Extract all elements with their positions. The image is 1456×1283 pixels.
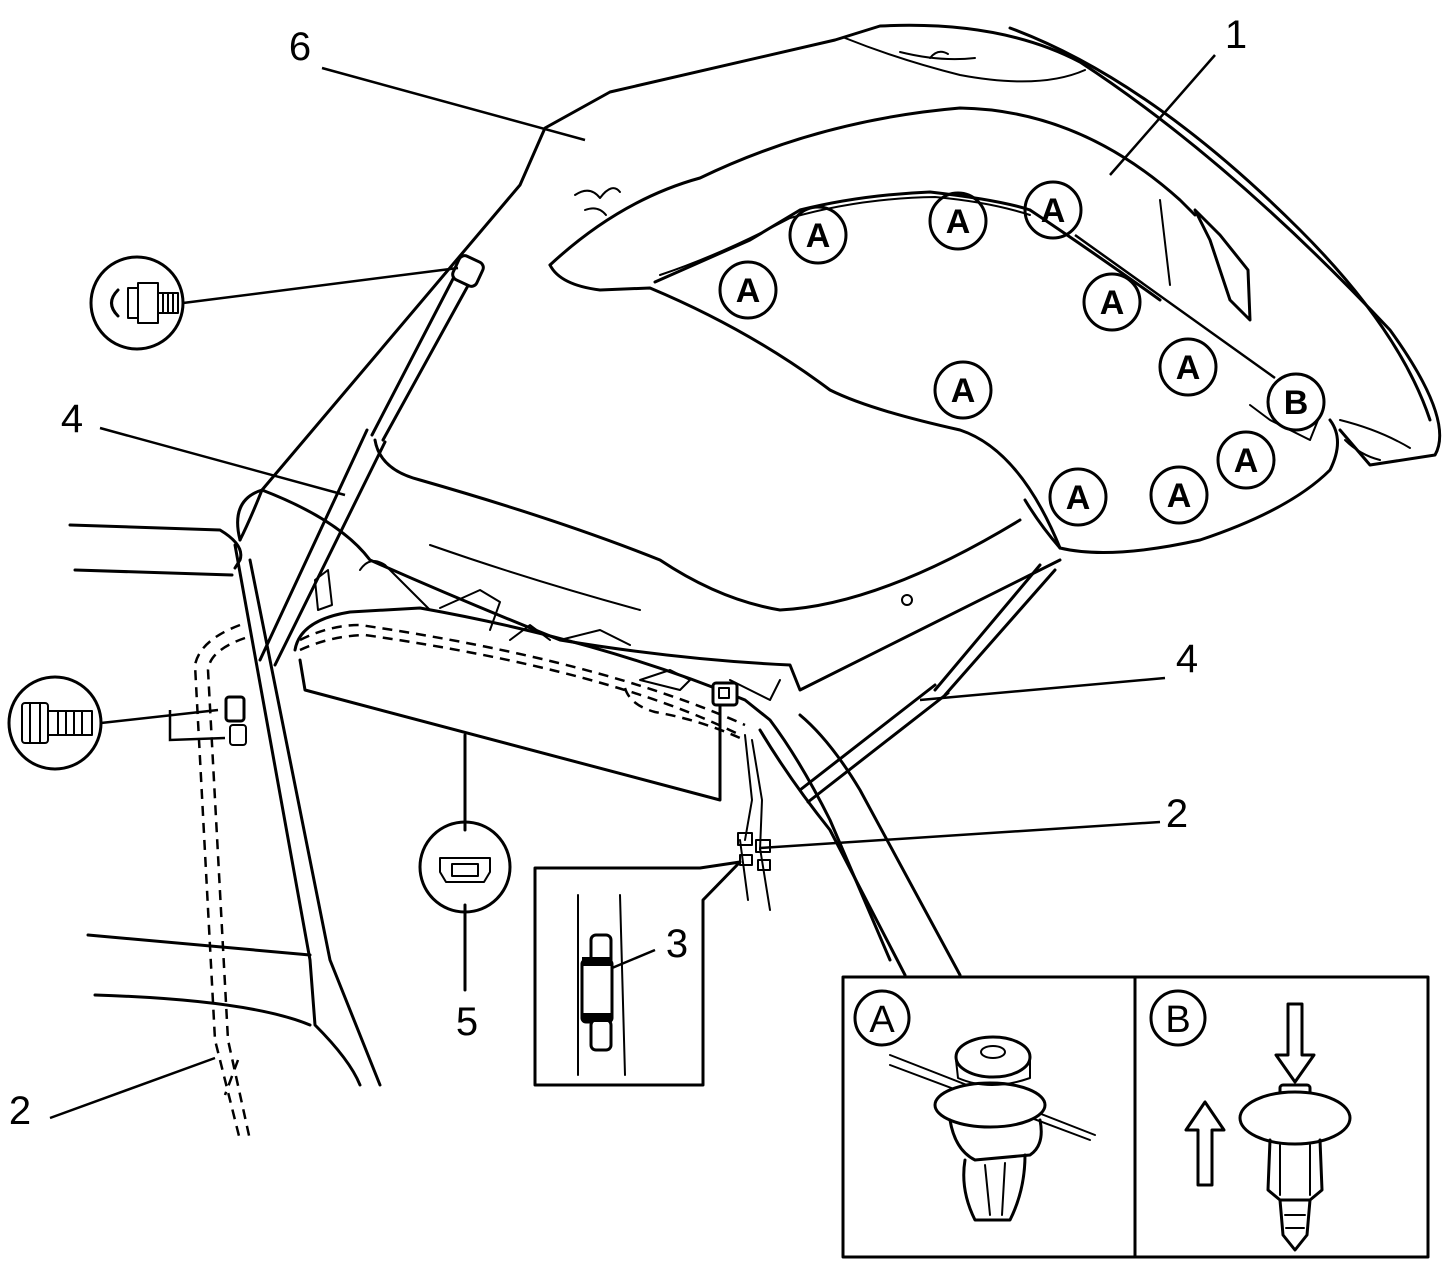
svg-text:A: A [946,203,971,241]
svg-text:A: A [1176,349,1201,387]
window-opening [260,438,1062,692]
detail-box: A B [841,975,1430,1259]
callout-2-left: 2 [9,1089,31,1133]
callout-2-right: 2 [1166,792,1188,836]
push-clip-icon [418,820,512,914]
clip-marker-a: A [1216,430,1276,490]
connector-inset [533,860,742,1087]
svg-text:A: A [1100,284,1125,322]
detail-b: B [1149,989,1352,1252]
wiring-harness [193,623,771,1141]
svg-text:A: A [806,217,831,255]
callout-4-lower: 4 [1176,637,1198,681]
arrow-up-icon [1184,1100,1226,1187]
svg-text:A: A [1066,479,1091,517]
svg-text:A: A [1041,192,1066,230]
clip-marker-a: A [1149,465,1209,525]
callout-4-upper: 4 [61,397,83,441]
svg-text:A: A [1167,477,1192,515]
clip-marker-a: A [928,191,988,251]
clip-markers: A A A A A A A A [718,180,1326,527]
callout-3: 3 [666,922,688,966]
liftgate-trim-panel [548,106,1339,554]
clip-marker-a: A [1023,180,1083,240]
leader-lines [49,54,1276,1120]
clip-marker-a: A [933,360,993,420]
gas-strut-lower [798,563,1057,804]
body-pillar [68,523,962,1087]
svg-text:A: A [1234,442,1259,480]
liftgate-panel [236,23,1442,542]
clip-marker-a: A [788,205,848,265]
svg-text:B: B [1284,384,1309,422]
detail-a-label: A [869,999,895,1041]
clip-marker-b: B [1266,372,1326,432]
push-pin-retainer-b-icon [1238,1083,1352,1252]
detail-b-label: B [1165,999,1190,1041]
clip-marker-a: A [1048,467,1108,527]
callout-6: 6 [289,25,311,69]
callout-labels: 6 1 4 4 2 3 5 2 [9,13,1247,1133]
ball-stud-fastener-icon [89,255,185,351]
svg-text:A: A [951,372,976,410]
callout-5: 5 [456,1000,478,1044]
detail-a: A [853,989,1096,1222]
clip-marker-a: A [718,260,778,320]
clip-marker-a: A [1082,272,1142,332]
callout-1: 1 [1225,13,1247,57]
svg-text:A: A [736,272,761,310]
arrow-down-icon [1274,1002,1316,1084]
retainer-clip-a-icon [889,1035,1096,1222]
bolt-fastener-icon [7,675,103,771]
gas-strut-upper [258,254,485,667]
clip-marker-a: A [1158,337,1218,397]
